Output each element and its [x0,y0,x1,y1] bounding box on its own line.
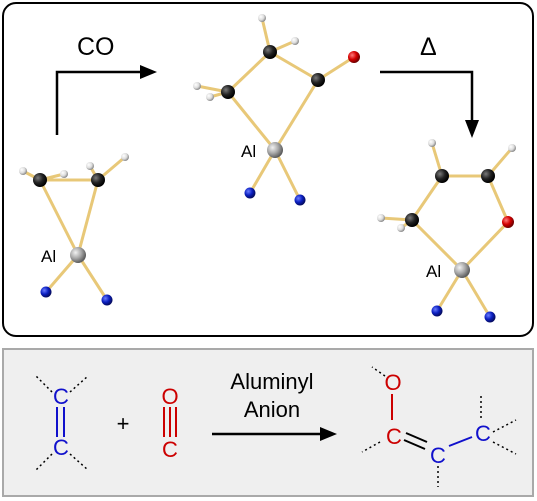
oxygen-atom [348,51,360,63]
nitrogen-atom [244,187,256,199]
carbon-atom [435,169,449,183]
al-label-2: Al [241,142,256,161]
co-oxygen: O [161,384,178,409]
bottom-panel-frame [2,348,534,497]
carbon-atom [91,173,105,187]
plus-sign: + [117,411,130,436]
hydrogen-atom [206,93,214,101]
co-carbon: C [162,437,178,462]
alkene-carbon-bottom: C [53,435,69,460]
arrow-co [55,65,157,135]
molecule-aluminacyclopropane: Al [19,153,129,306]
nitrogen-atom [431,305,443,317]
hydrogen-atom [508,144,516,152]
reagent-co-label: CO [77,33,115,61]
nitrogen-atom [101,294,113,306]
nitrogen-atom [484,311,496,323]
carbon-atom [221,85,235,99]
carbon-monoxide-fragment: O C [161,384,178,462]
hydrogen-atom [60,170,68,178]
hydrogen-atom [121,153,129,161]
al-label-1: Al [41,247,56,266]
product-oxygen: O [384,370,401,395]
alkene-fragment: C C [35,375,89,471]
product-carbon-carbonyl: C [386,424,402,449]
molecule-carbonyl-metallacycle: Al [193,14,360,206]
aluminium-atom [267,142,283,158]
product-fragment: O C C C [361,366,517,487]
oxygen-atom [502,216,514,228]
carbon-atom [33,173,47,187]
alkene-carbon-top: C [53,384,69,409]
hydrogen-atom [397,224,405,232]
arrow-heat [380,70,479,138]
hydrogen-atom [291,37,299,45]
hydrogen-atom [86,162,94,170]
nitrogen-atom [40,286,52,298]
aluminium-atom [454,262,470,278]
aluminyl-arrow [212,427,337,441]
arrow-label-anion: Anion [244,397,300,422]
carbon-atom [263,45,277,59]
product-carbon-alkene: C [430,443,446,468]
hydrogen-atom [193,82,201,90]
arrow-label-aluminyl: Aluminyl [230,369,313,394]
nitrogen-atom [294,194,306,206]
carbon-atom [311,73,325,87]
carbon-atom [481,169,495,183]
aluminium-atom [70,247,86,263]
al-label-3: Al [426,262,441,281]
hydrogen-atom [428,139,436,147]
product-carbon-sp3: C [475,421,491,446]
hydrogen-atom [377,214,385,222]
hydrogen-atom [258,14,266,22]
hydrogen-atom [19,167,27,175]
top-panel-frame [2,2,534,337]
carbon-atom [405,213,419,227]
heat-condition-label: Δ [420,33,437,61]
molecule-oxaaluminacycle: Al [377,139,516,323]
